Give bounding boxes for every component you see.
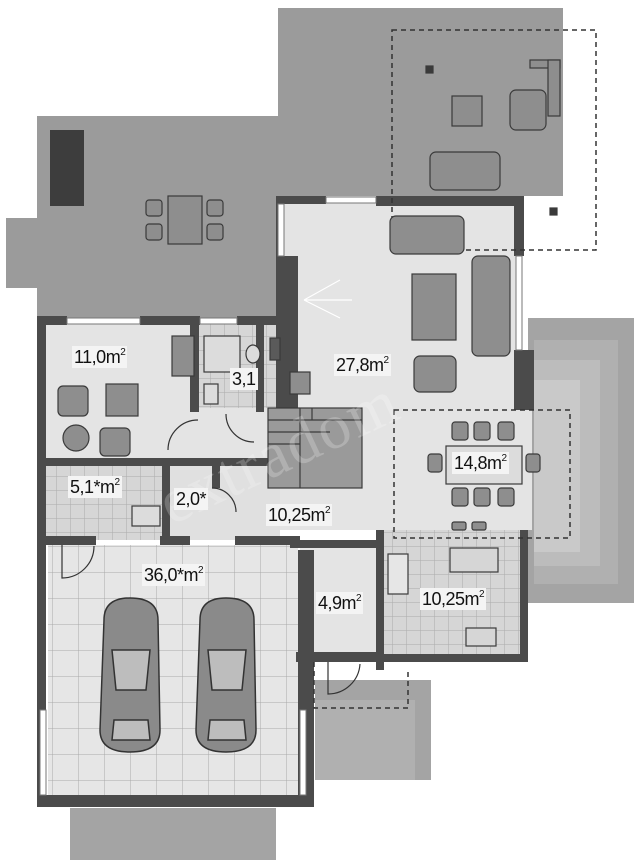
doors — [61, 279, 361, 695]
room-label-4: 14,8m2 — [452, 452, 509, 474]
car-right — [195, 597, 257, 753]
room-label-7: 10,25m2 — [266, 504, 333, 526]
side-terrace-4 — [534, 380, 580, 552]
room-label-5: 5,1*m2 — [68, 476, 122, 498]
room-label-1: 11,0m2 — [72, 346, 128, 368]
room-label-3: 27,8m2 — [334, 354, 391, 376]
car-left — [99, 597, 161, 753]
chimney — [50, 130, 84, 206]
room-label-8: 36,0*m2 — [142, 564, 206, 586]
interior-floors — [40, 196, 532, 795]
front-steps-inner — [315, 700, 415, 780]
dashed-outlines — [313, 29, 597, 709]
windows — [39, 196, 523, 796]
room-label-9: 4,9m2 — [316, 592, 364, 614]
room-label-10: 10,25m2 — [420, 588, 487, 610]
garage-apron — [70, 808, 276, 860]
left-step — [6, 218, 40, 288]
room-label-2: 3,1 — [230, 368, 258, 390]
room-label-6: 2,0* — [174, 488, 209, 510]
furniture — [57, 59, 561, 647]
